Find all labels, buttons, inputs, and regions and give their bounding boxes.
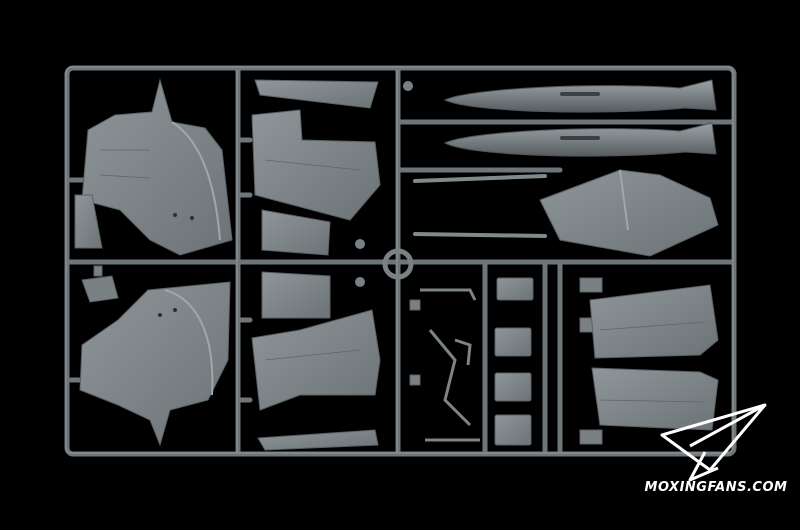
tail-fin-upper-1 bbox=[254, 79, 379, 109]
small-plate-upper bbox=[261, 209, 331, 256]
drop-tank-2 bbox=[443, 122, 717, 157]
paper-plane-logo bbox=[660, 403, 767, 482]
gear-door-panels bbox=[494, 277, 534, 446]
horizontal-stabilizer bbox=[539, 169, 719, 257]
wing-panel-lower-right bbox=[591, 367, 719, 431]
drop-tank-1 bbox=[403, 79, 717, 113]
tail-fin-lower-2 bbox=[251, 309, 381, 411]
small-plate-lower bbox=[261, 271, 331, 319]
thin-rods bbox=[413, 174, 547, 238]
wing-panel-upper-right bbox=[589, 284, 719, 359]
landing-gear-parts bbox=[420, 288, 480, 442]
sprue-hub bbox=[382, 248, 414, 280]
tail-fin-lower-1 bbox=[257, 429, 379, 451]
watermark-text: MOXINGFANS.COM bbox=[644, 480, 788, 495]
tail-fin-upper-2 bbox=[251, 109, 381, 221]
sprue-runners bbox=[64, 65, 737, 457]
fuselage-half-lower bbox=[79, 281, 231, 447]
small-panel-left-upper bbox=[74, 194, 103, 249]
small-bracket-left bbox=[81, 265, 119, 303]
fuselage-half-upper bbox=[81, 78, 233, 256]
